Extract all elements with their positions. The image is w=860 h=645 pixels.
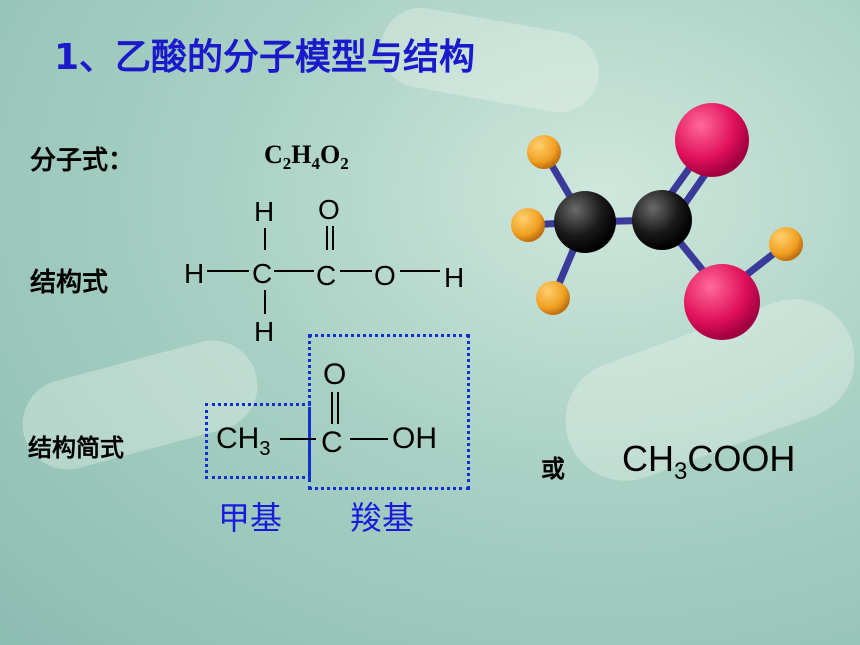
atom-h-left: H <box>184 258 205 289</box>
carbon-atom-ball <box>554 191 616 253</box>
hydrogen-atom-ball <box>769 227 803 261</box>
or-label: 或 <box>541 455 565 483</box>
bond-c1-c2 <box>274 270 314 272</box>
bond-c1-h-top <box>264 228 266 250</box>
methyl-group: CH3 <box>216 422 271 460</box>
carboxyl-c: C <box>321 426 343 459</box>
condensed-structure-label: 结构简式 <box>28 434 124 462</box>
bond-ch3-c <box>280 438 316 440</box>
condensed-alt-formula: CH3COOH <box>622 438 796 486</box>
carboxyl-oh: OH <box>392 422 437 455</box>
bond-c2-o-double-a <box>326 226 328 250</box>
carboxyl-label: 羧基 <box>350 499 415 537</box>
molecular-formula-label: 分子式： <box>30 146 135 176</box>
bond-c-o-double-a <box>331 392 333 424</box>
bond-c2-o-double-b <box>332 226 334 250</box>
ball-and-stick-model <box>511 103 803 340</box>
bond-o-h <box>400 270 440 272</box>
atom-o: O <box>374 260 396 291</box>
carboxyl-o-top: O <box>323 358 347 391</box>
carbon-atom-ball <box>632 190 692 250</box>
bond-c-oh <box>350 438 388 440</box>
carboxyl-box <box>308 334 470 490</box>
hydrogen-atom-ball <box>511 208 545 242</box>
bond-c2-o <box>340 270 372 272</box>
oxygen-atom-ball <box>684 264 760 340</box>
atom-h-right: H <box>444 262 465 293</box>
hydrogen-atom-ball <box>536 281 570 315</box>
bond-h-c1 <box>207 270 249 272</box>
hydrogen-atom-ball <box>527 135 561 169</box>
molecular-formula: C2H4O2 <box>264 140 349 174</box>
structural-formula-label: 结构式 <box>30 268 109 298</box>
atom-c2: C <box>316 260 337 291</box>
atom-h-top: H <box>254 196 275 227</box>
slide-title: 1、乙酸的分子模型与结构 <box>54 37 476 78</box>
atom-h-bottom: H <box>254 316 275 347</box>
bond-c1-h-bottom <box>264 290 266 314</box>
atom-o-top: O <box>318 194 340 225</box>
oxygen-atom-ball <box>675 103 749 177</box>
bond-c-o-double-b <box>337 392 339 424</box>
methyl-label: 甲基 <box>218 499 283 537</box>
atom-c1: C <box>252 258 273 289</box>
